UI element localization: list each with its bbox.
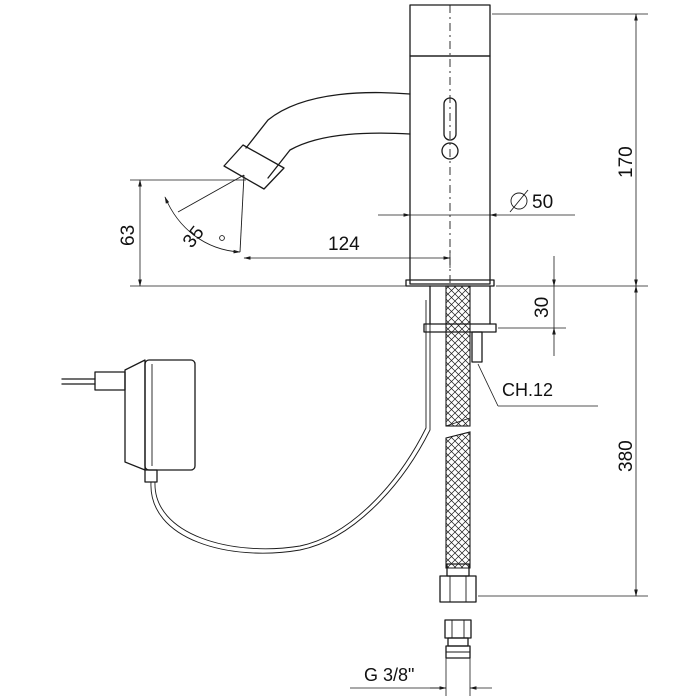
deck-thickness-value: 30 [532, 297, 553, 318]
stream-angle: 35 [164, 174, 245, 254]
dim-deck-thickness: 30 [498, 256, 566, 356]
hose-end-fitting [439, 563, 477, 603]
sensor-window [441, 97, 459, 160]
cable-strain-relief [144, 469, 158, 483]
faucet-body [409, 4, 491, 285]
adapter-plug-face [124, 359, 146, 471]
braided-hose-lower [445, 431, 471, 569]
power-cable [150, 300, 431, 554]
dim-spout-height: 63 [118, 179, 406, 287]
power-adapter [61, 359, 196, 483]
degree-symbol [219, 235, 225, 241]
diameter-symbol [509, 189, 529, 213]
spout [223, 91, 411, 190]
spout-aerator [223, 144, 285, 190]
angle-value: 35 [179, 222, 209, 252]
thread-adapter [444, 619, 472, 659]
adapter-housing [144, 359, 196, 471]
shank-assembly [423, 285, 497, 569]
dim-total-height: 170 [492, 13, 648, 287]
braided-hose-upper [445, 285, 471, 427]
spout-height-value: 63 [118, 225, 139, 246]
dim-diameter: 50 [378, 189, 575, 226]
dim-reach: 124 [243, 234, 451, 268]
hose-length-value: 380 [616, 440, 637, 472]
dim-hose-length: 380 [478, 285, 648, 597]
fixing-rod [471, 331, 483, 363]
callout-wrench-size: CH.12 [477, 363, 598, 407]
power-cable-inner [154, 300, 427, 550]
body-cylinder [409, 55, 491, 285]
dim-thread: G 3/8" [350, 658, 492, 696]
thread-label: G 3/8" [364, 665, 414, 685]
fixing-nut [423, 323, 497, 333]
reach-value: 124 [328, 234, 360, 255]
diameter-value: 50 [532, 192, 553, 213]
adapter-plug-neck [94, 371, 126, 391]
sensor-lens [441, 142, 459, 160]
wrench-size-label: CH.12 [502, 380, 553, 400]
total-height-value: 170 [616, 146, 637, 178]
